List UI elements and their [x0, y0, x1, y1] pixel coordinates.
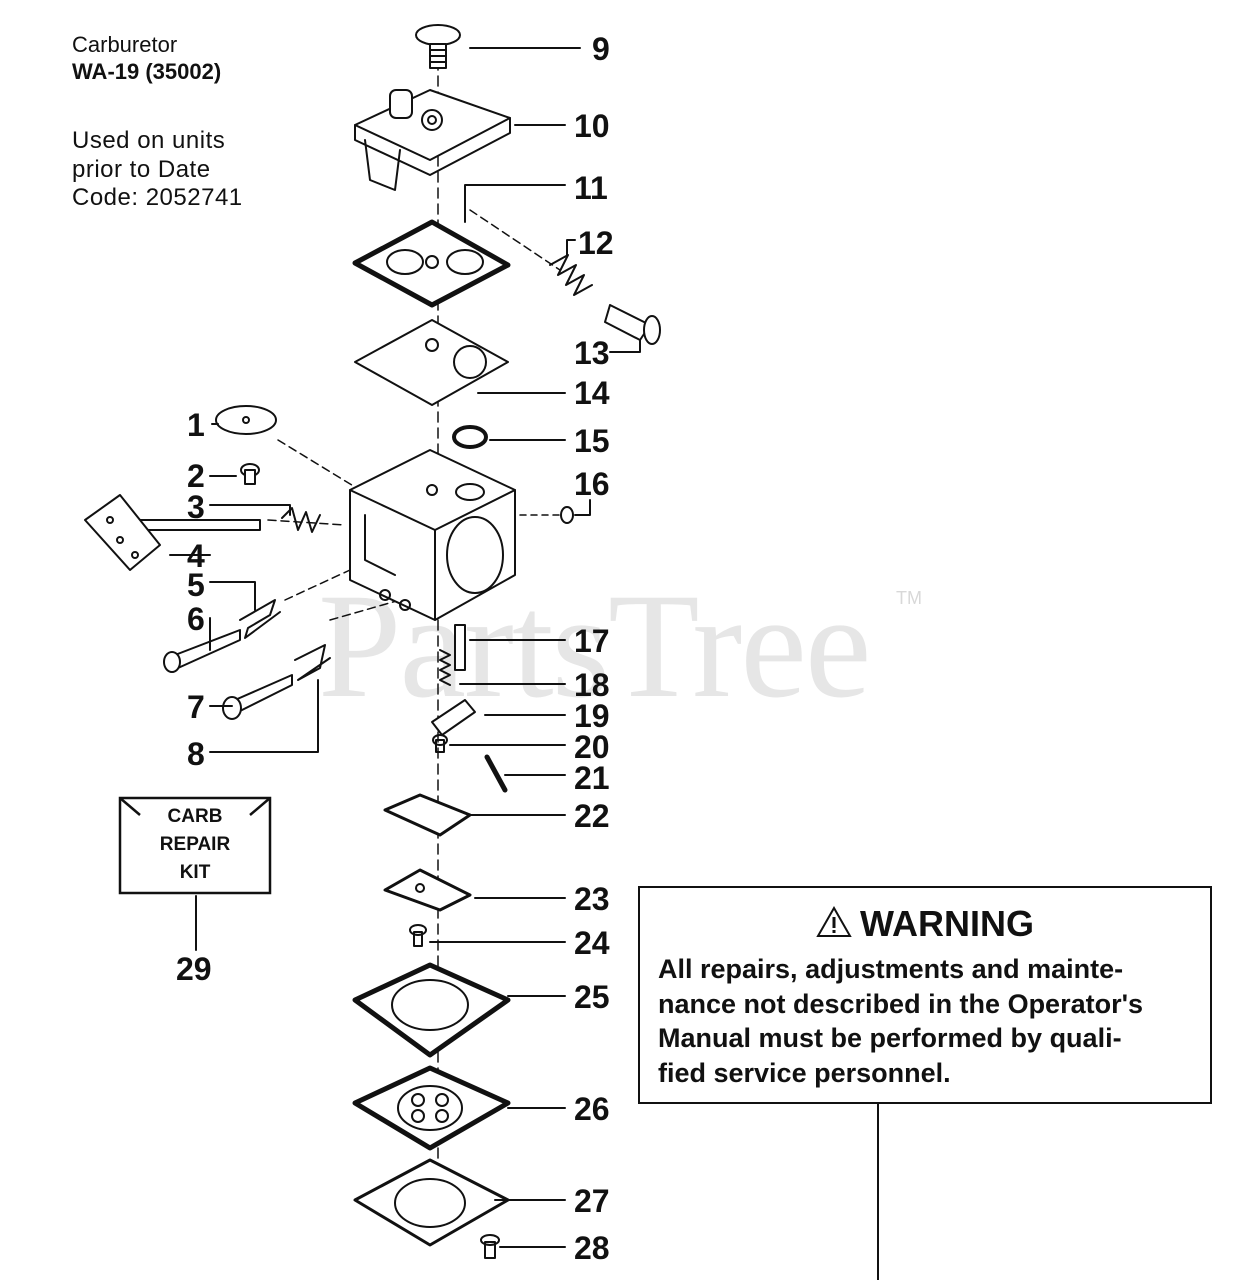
callout-20: 20 [574, 729, 610, 765]
callout-2: 2 [187, 458, 205, 494]
pin-21 [484, 754, 508, 793]
warning-body: All repairs, adjustments and mainte- nan… [658, 952, 1198, 1090]
callout-5: 5 [187, 567, 205, 603]
callout-4: 4 [187, 538, 205, 574]
callout-25: 25 [574, 979, 610, 1015]
warning-triangle-icon [816, 904, 852, 948]
callout-21: 21 [574, 760, 610, 796]
callout-11: 11 [574, 170, 608, 206]
warning-line-3: Manual must be performed by quali- [658, 1023, 1122, 1053]
callout-28: 28 [574, 1230, 610, 1266]
callout-1: 1 [187, 407, 205, 443]
screw-24 [409, 924, 427, 947]
callout-12: 12 [578, 225, 614, 261]
callout-24: 24 [574, 925, 610, 961]
callout-18: 18 [574, 667, 610, 703]
repair-kit-label: CARB REPAIR KIT [120, 803, 270, 887]
callout-8: 8 [187, 736, 205, 772]
cover-plate-10 [354, 89, 511, 191]
part-name: Carburetor [72, 32, 178, 57]
kit-line-2: REPAIR [159, 834, 231, 855]
disc-1 [215, 405, 277, 435]
plate-23 [383, 868, 472, 912]
callout-9: 9 [592, 31, 610, 67]
kit-line-1: CARB [167, 806, 223, 827]
warning-title: WARNING [860, 903, 1034, 944]
kit-line-3: KIT [179, 862, 211, 883]
usage-line-3: Code: 2052741 [72, 184, 243, 211]
screw-2 [240, 463, 260, 485]
usage-line-1: Used on units [72, 127, 226, 154]
shaft-3 [129, 507, 321, 533]
spring-5 [239, 599, 281, 639]
callout-6: 6 [187, 601, 205, 637]
throttle-plate-4 [84, 494, 161, 571]
spring-12 [549, 254, 593, 296]
callout-15: 15 [574, 423, 610, 459]
model-number: WA-19 (35002) [72, 59, 222, 84]
screw-9 [415, 24, 461, 69]
gasket-25 [352, 962, 511, 1058]
callout-10: 10 [574, 108, 610, 144]
needle-7 [222, 674, 293, 720]
callout-22: 22 [574, 798, 610, 834]
callout-17: 17 [574, 623, 610, 659]
callout-3: 3 [187, 489, 205, 525]
warning-line-1: All repairs, adjustments and mainte- [658, 954, 1124, 984]
diaphragm-14 [354, 319, 509, 406]
callout-7: 7 [187, 689, 205, 725]
cover-22 [383, 793, 472, 837]
screw-28 [480, 1234, 500, 1259]
callout-26: 26 [574, 1091, 610, 1127]
callout-27: 27 [574, 1183, 610, 1219]
warning-line-2: nance not described in the Operator's [658, 988, 1144, 1019]
callout-19: 19 [574, 698, 610, 734]
spring-8 [294, 644, 331, 681]
cover-27 [353, 1158, 510, 1247]
callout-23: 23 [574, 881, 610, 917]
callout-29: 29 [176, 951, 212, 987]
pump-26 [352, 1065, 511, 1151]
screw-20 [432, 734, 448, 753]
carburetor-body [349, 449, 516, 621]
warning-line-4: fied service personnel. [658, 1057, 951, 1088]
gasket-11 [352, 219, 511, 308]
lever-19 [431, 699, 476, 736]
repair-kit-envelope [118, 796, 272, 895]
callout-14: 14 [574, 375, 610, 411]
callout-13: 13 [574, 335, 610, 371]
watermark-tm: TM [896, 588, 922, 608]
cap-15 [452, 425, 488, 449]
callout-16: 16 [574, 466, 610, 502]
warning-box: WARNING All repairs, adjustments and mai… [638, 886, 1212, 1104]
needle-6 [163, 629, 241, 673]
title-block: Carburetor WA-19 (35002) [72, 32, 221, 86]
usage-note: Used on units prior to Date Code: 205274… [72, 127, 243, 213]
callout-numbers: 9 10 11 12 13 14 15 16 1 2 3 4 5 6 7 8 1… [176, 31, 614, 1266]
needle-13 [604, 304, 661, 345]
ring-16 [560, 506, 574, 524]
spring-18 [439, 649, 451, 686]
inlet-needle-17 [454, 624, 466, 671]
warning-heading: WARNING [640, 902, 1210, 948]
usage-line-2: prior to Date [72, 155, 211, 183]
